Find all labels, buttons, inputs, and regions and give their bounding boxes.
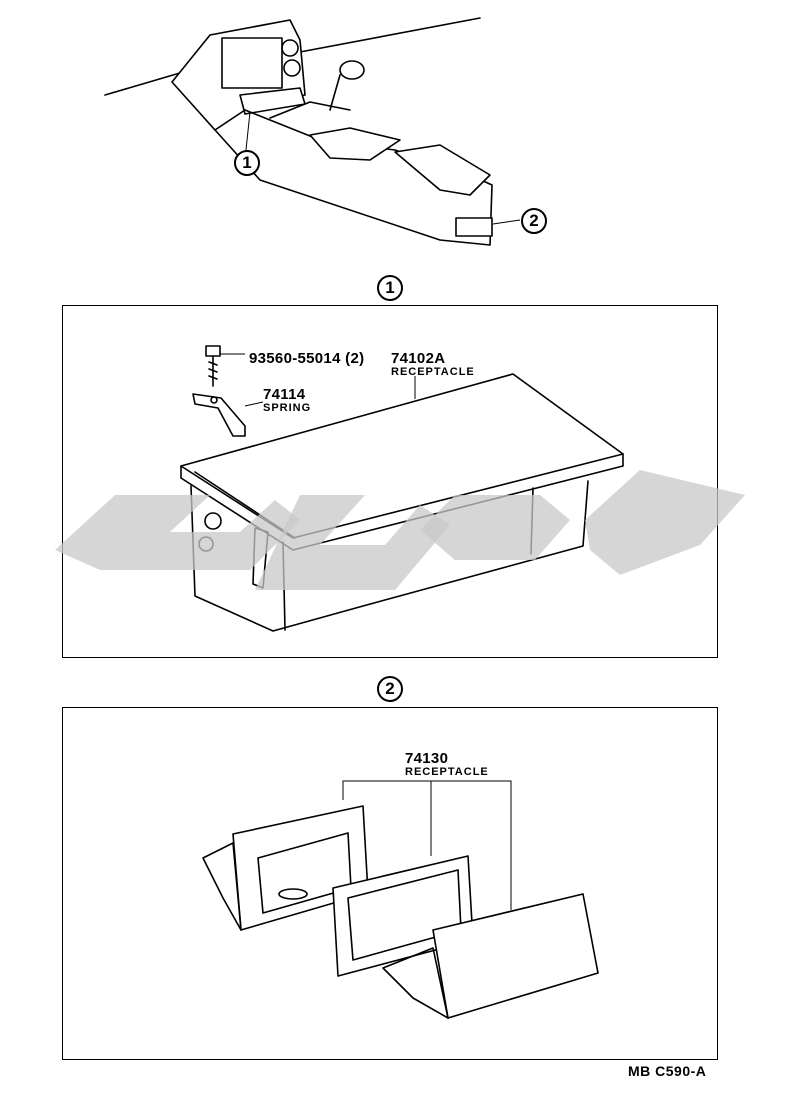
bolt-part-number: 93560-55014 (2) bbox=[249, 350, 365, 367]
overview-illustration: 1 2 bbox=[0, 0, 800, 270]
receptacle-74102a-part-number: 74102A bbox=[391, 350, 446, 367]
receptacle-74102a-name: RECEPTACLE bbox=[391, 366, 475, 378]
callout-1-marker: 1 bbox=[234, 150, 260, 176]
detail-2-marker-label: 2 bbox=[385, 679, 395, 698]
drawing-code: MB C590-A bbox=[628, 1063, 707, 1079]
console-drawing bbox=[104, 17, 521, 246]
detail-1-marker-label: 1 bbox=[385, 278, 395, 297]
detail-2-frame: 74130 RECEPTACLE bbox=[62, 707, 718, 1060]
callout-1-label: 1 bbox=[242, 153, 252, 172]
spring-name: SPRING bbox=[263, 402, 312, 414]
detail-1-marker: 1 bbox=[377, 275, 403, 301]
receptacle-74130-part-number: 74130 bbox=[405, 750, 449, 767]
receptacle-74130-drawing bbox=[202, 780, 599, 1019]
detail-1-frame: 93560-55014 (2) 74114 SPRING 74102A RECE… bbox=[62, 305, 718, 658]
receptacle-74130-name: RECEPTACLE bbox=[405, 766, 489, 778]
spring-part-number: 74114 bbox=[263, 386, 306, 403]
callout-2-label: 2 bbox=[529, 211, 539, 230]
detail-2-marker: 2 bbox=[377, 676, 403, 702]
callout-2-marker: 2 bbox=[521, 208, 547, 234]
